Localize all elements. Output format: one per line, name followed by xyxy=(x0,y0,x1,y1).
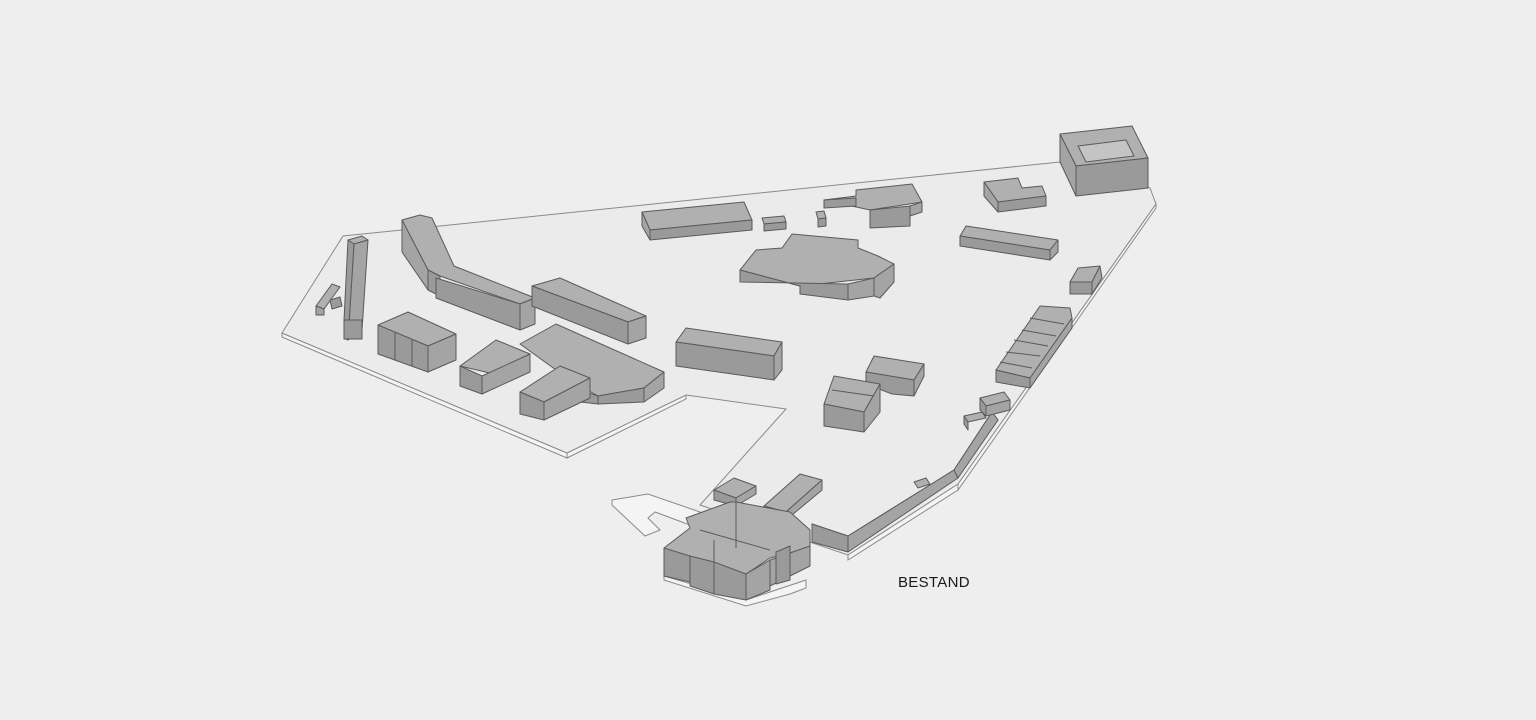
building-west-block xyxy=(377,311,457,373)
building-west-small xyxy=(315,283,343,316)
building-northeast-courtyard xyxy=(1059,125,1149,197)
building-north-small-b xyxy=(815,210,827,228)
building-mid-block xyxy=(675,327,783,381)
building-southeast-small-b xyxy=(963,411,987,431)
building-north-center xyxy=(823,183,923,229)
building-east-terrace xyxy=(995,305,1073,389)
caption-label: BESTAND xyxy=(898,574,970,591)
building-south-manor xyxy=(663,501,811,607)
building-large-center xyxy=(739,233,895,301)
building-middle-east-a xyxy=(865,355,925,397)
building-southeast-small-c xyxy=(913,477,931,489)
building-southeast-strip xyxy=(811,411,999,553)
building-north-small-a xyxy=(761,215,787,232)
building-middle-east-b xyxy=(823,375,881,433)
building-west-wing-2 xyxy=(531,277,647,345)
building-north-long xyxy=(641,201,753,241)
building-west-slim xyxy=(343,235,369,341)
building-central-block-b xyxy=(519,365,591,421)
building-northeast-long xyxy=(959,225,1059,261)
building-south-small-a xyxy=(713,477,757,507)
building-central-block-a xyxy=(459,339,531,395)
building-northeast-small xyxy=(983,177,1047,213)
building-east-small xyxy=(1069,265,1103,295)
building-central-hall xyxy=(519,323,665,405)
building-northwest-wing xyxy=(401,214,536,331)
building-southeast-small-a xyxy=(979,391,1011,417)
